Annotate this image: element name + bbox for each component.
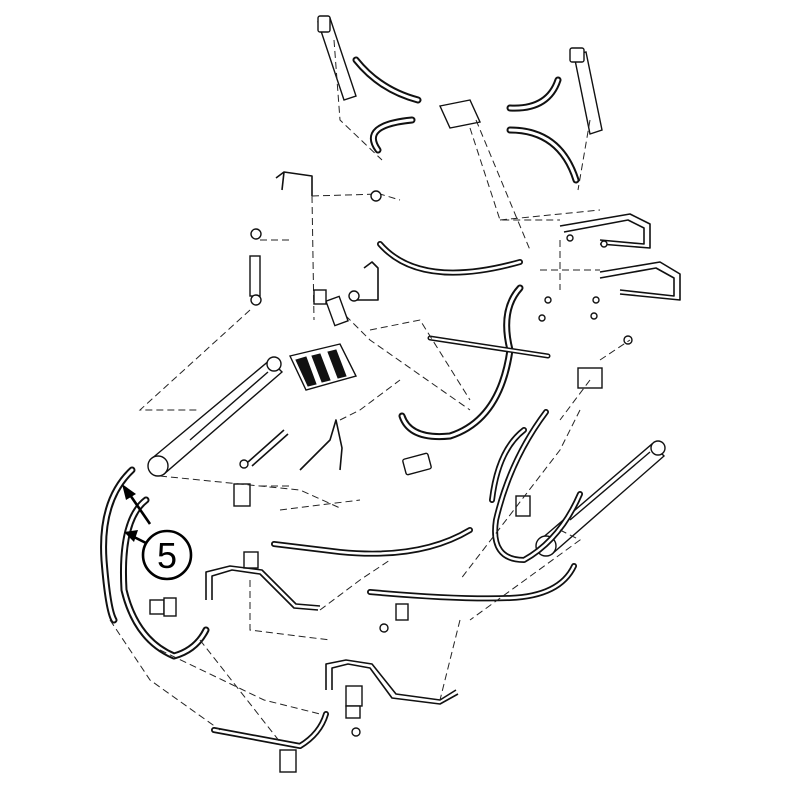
- right-cylinder: [515, 335, 666, 557]
- left-cylinder: [147, 356, 289, 477]
- callout-number: 5: [157, 535, 177, 576]
- upper-right-cylinder: [573, 51, 603, 135]
- callout-5: 5: [122, 484, 193, 581]
- upper-valve-block: [438, 99, 482, 129]
- control-valve: [249, 190, 382, 391]
- lower-tubes: [205, 559, 461, 705]
- center-lower-hose: [159, 419, 473, 557]
- right-hoses: [367, 409, 583, 621]
- middle-hoses: [138, 171, 551, 441]
- callout-circle: [141, 529, 193, 581]
- upper-right-tubes: [499, 209, 681, 322]
- upper-assembly: [317, 15, 603, 251]
- left-long-hoses: [100, 466, 409, 773]
